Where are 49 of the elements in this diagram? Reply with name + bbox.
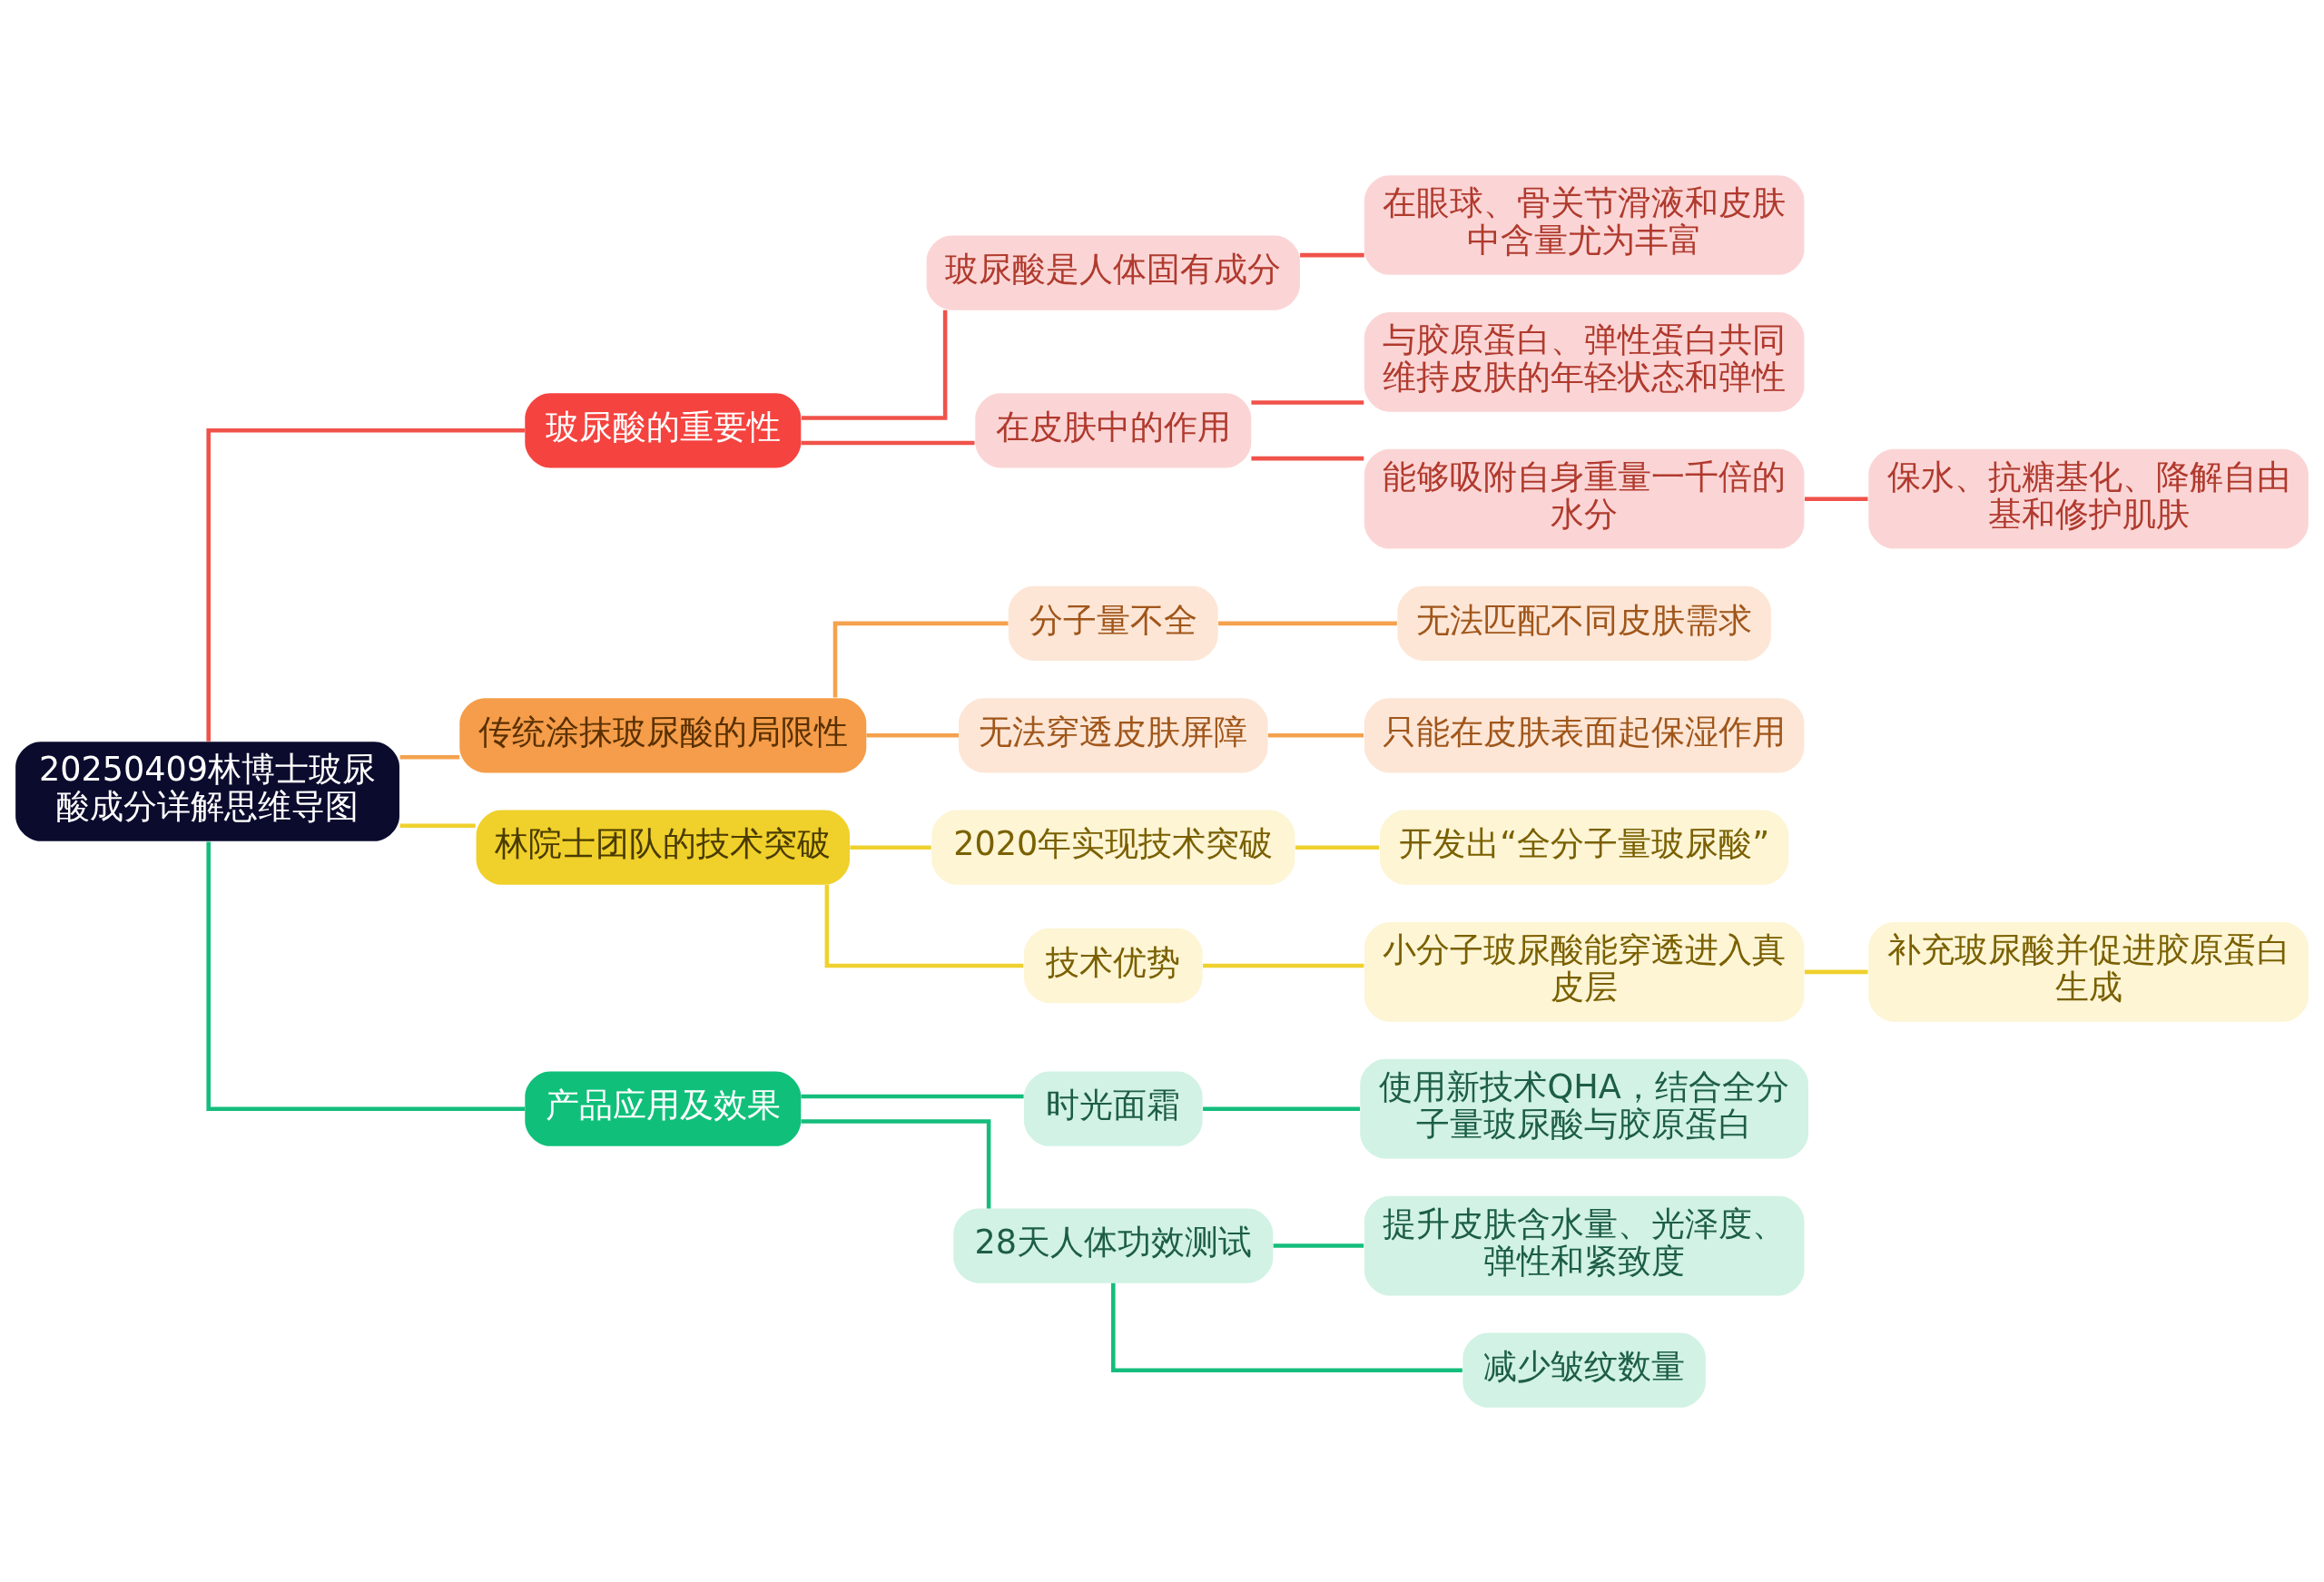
- connector: [1300, 252, 1364, 257]
- node-box: 与胶原蛋白、弹性蛋白共同维持皮肤的年轻状态和弹性: [1364, 311, 1805, 412]
- node-box: 技术优势: [1024, 928, 1203, 1003]
- node-box: 使用新技术QHA，结合全分子量玻尿酸与胶原蛋白: [1360, 1058, 1808, 1159]
- node-box: 开发出“全分子量玻尿酸”: [1380, 810, 1789, 885]
- connector: [1804, 496, 1868, 501]
- connector: [866, 732, 959, 738]
- connector: [801, 440, 975, 445]
- connector: [801, 310, 948, 420]
- connector: [832, 621, 1009, 697]
- connector: [801, 1094, 1024, 1098]
- node-box: 传统涂抹玻尿酸的局限性: [459, 697, 867, 772]
- node-box: 28天人体功效测试: [953, 1207, 1274, 1283]
- node-box: 分子量不全: [1008, 585, 1218, 661]
- connector: [1267, 732, 1364, 738]
- node-box: 在皮肤中的作用: [975, 392, 1252, 467]
- node-box: 提升皮肤含水量、光泽度、弹性和紧致度: [1364, 1195, 1805, 1295]
- node-box: 无法穿透皮肤屏障: [959, 697, 1268, 772]
- node-box: 时光面霜: [1024, 1071, 1203, 1146]
- node-box: 产品应用及效果: [525, 1071, 802, 1146]
- node-box: 补充玻尿酸并促进胶原蛋白生成: [1868, 921, 2309, 1022]
- connector: [399, 754, 460, 760]
- connector: [206, 840, 526, 1111]
- connector: [1251, 456, 1364, 460]
- connector: [399, 822, 476, 828]
- connector: [801, 1118, 991, 1208]
- connector: [1203, 963, 1364, 968]
- connector: [824, 884, 1024, 968]
- connector: [850, 844, 931, 850]
- node-box: 小分子玻尿酸能穿透进入真皮层: [1364, 921, 1805, 1022]
- node-box: 只能在皮肤表面起保湿作用: [1364, 697, 1805, 772]
- node-box: 在眼球、骨关节滑液和皮肤中含量尤为丰富: [1364, 174, 1805, 275]
- node-box: 玻尿酸的重要性: [525, 392, 802, 467]
- connector: [1804, 969, 1868, 974]
- connector: [1203, 1105, 1360, 1111]
- connector: [1295, 844, 1380, 850]
- node-box: 20250409林博士玻尿酸成分详解思维导图: [15, 741, 399, 841]
- connector: [1273, 1243, 1364, 1248]
- node-box: 能够吸附自身重量一千倍的水分: [1364, 448, 1805, 549]
- node-box: 保水、抗糖基化、降解自由基和修护肌肤: [1868, 448, 2309, 549]
- connector: [1218, 621, 1397, 625]
- node-box: 减少皱纹数量: [1462, 1332, 1706, 1408]
- node-box: 林院士团队的技术突破: [476, 810, 850, 885]
- connector: [206, 427, 526, 742]
- node-box: 2020年实现技术突破: [931, 810, 1295, 885]
- connector: [1251, 399, 1364, 405]
- connector: [1111, 1282, 1462, 1372]
- node-box: 玻尿酸是人体固有成分: [926, 234, 1300, 310]
- node-box: 无法匹配不同皮肤需求: [1397, 585, 1771, 661]
